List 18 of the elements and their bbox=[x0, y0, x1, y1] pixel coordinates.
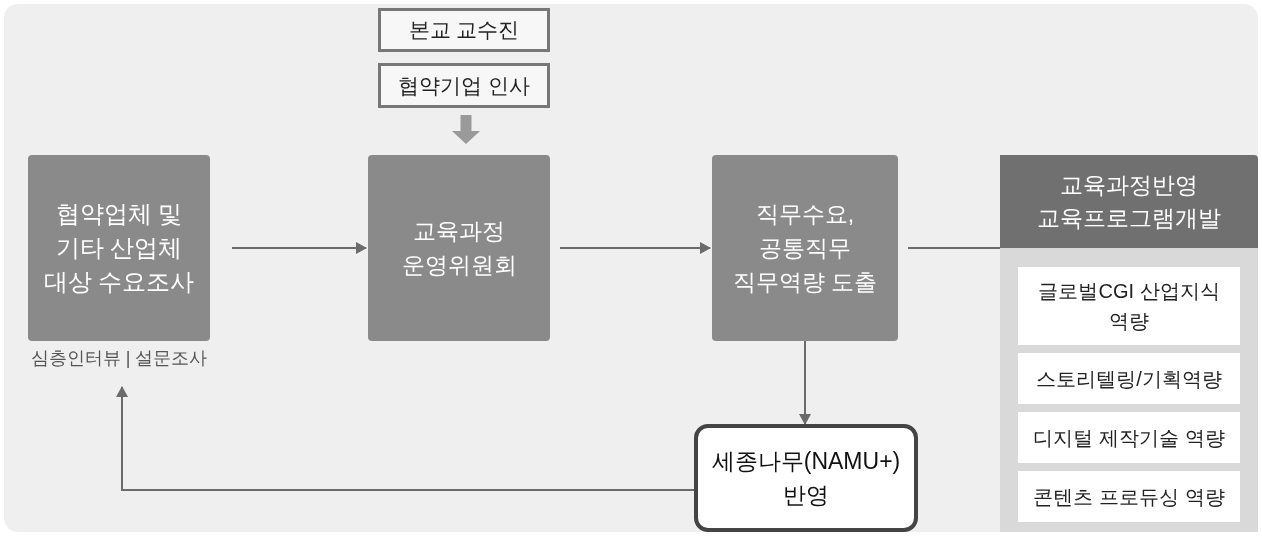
arrow bbox=[559, 242, 711, 254]
item-box: 디지털 제작기술 역량 bbox=[1018, 412, 1240, 463]
process-box: 직무수요, 공통직무 직무역량 도출 bbox=[712, 155, 898, 341]
item-box: 스토리텔링/기획역량 bbox=[1018, 353, 1240, 404]
arrow bbox=[799, 340, 811, 425]
label-box: 본교 교수진 bbox=[378, 8, 550, 52]
item-box: 글로벌CGI 산업지식 역량 bbox=[1018, 267, 1240, 345]
arrow bbox=[452, 115, 480, 144]
process-box: 교육과정 운영위원회 bbox=[368, 155, 550, 341]
panel bbox=[1000, 155, 1258, 532]
arrow bbox=[116, 386, 695, 491]
arrow bbox=[231, 242, 367, 254]
label-box: 협약기업 인사 bbox=[378, 63, 550, 108]
node-label: 심층인터뷰 | 설문조사 bbox=[30, 347, 208, 370]
item-box: 콘텐츠 프로듀싱 역량 bbox=[1018, 471, 1240, 522]
process-box: 협약업체 및 기타 산업체 대상 수요조사 bbox=[28, 155, 210, 341]
panel-heading: 교육과정반영 교육프로그램개발 bbox=[1036, 170, 1222, 233]
rounded-box: 세종나무(NAMU+) 반영 bbox=[694, 424, 918, 532]
